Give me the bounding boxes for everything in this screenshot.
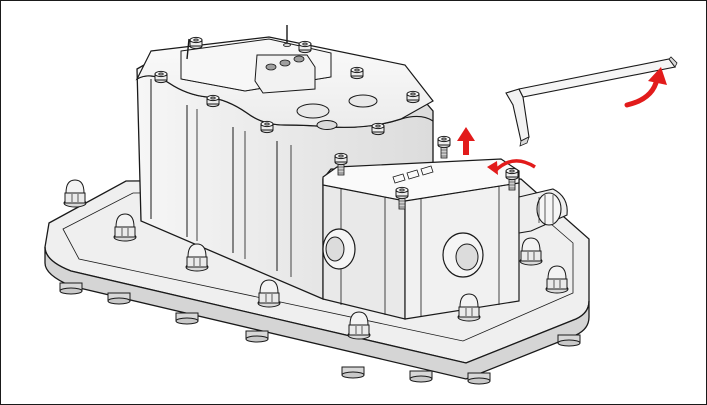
lid-screw — [505, 167, 519, 191]
arrow-up-icon — [457, 127, 475, 155]
hex-key — [505, 56, 678, 147]
lid-screw — [334, 152, 348, 176]
lid-screws — [334, 135, 519, 210]
rotate-ccw-icon — [487, 159, 536, 175]
front-sub-housing — [322, 158, 568, 320]
lid-screw — [395, 186, 409, 210]
main-housing — [135, 25, 434, 300]
curved-arrow-icon — [624, 67, 667, 108]
lid-screw — [437, 135, 451, 159]
